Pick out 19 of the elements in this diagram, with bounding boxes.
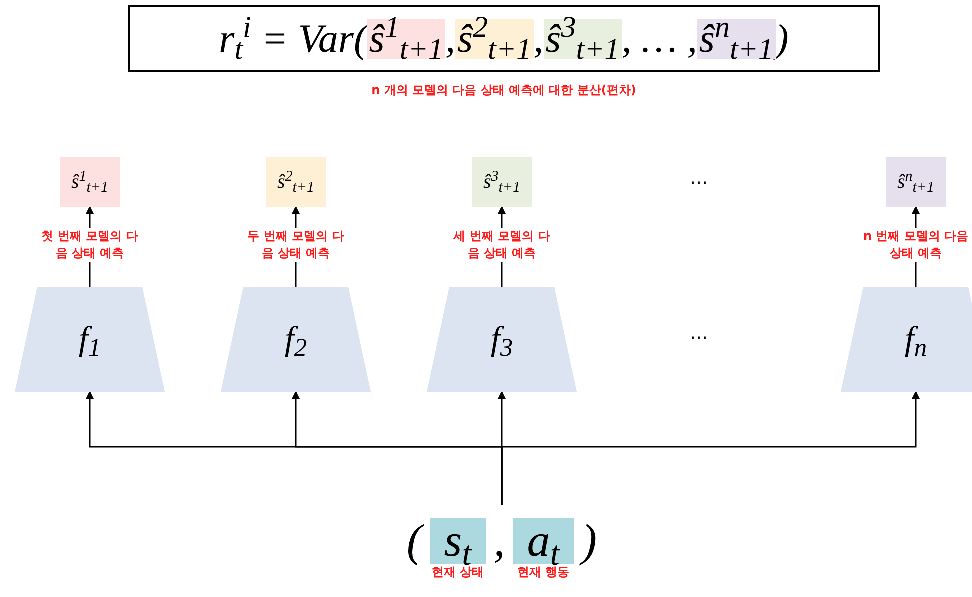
model-trapezoid: f$_{1}$ — [15, 287, 165, 392]
formula-text: , … , — [622, 18, 698, 58]
model-trapezoid: f$_{n}$ — [841, 287, 972, 392]
node-label: n 개의 모델의 다음 상태 예측에 대한 분산(편차) — [372, 84, 636, 96]
node-label: 현재 상태 — [432, 566, 484, 578]
formula-text: , — [534, 18, 544, 58]
ellipsis: … — [690, 325, 708, 343]
formula-text: ) — [776, 18, 789, 58]
formula-text: r$_{t}$$^{i}$ = Var( — [219, 18, 368, 58]
formula-text: ( — [406, 518, 422, 564]
arrow — [501, 391, 920, 505]
model-trapezoid: f$_{3}$ — [427, 287, 577, 392]
formula-text: , — [445, 18, 456, 58]
node-label: 현재 행동 — [517, 566, 570, 578]
model-trapezoid: f$_{2}$ — [221, 287, 371, 392]
formula-text: , — [494, 518, 506, 564]
ellipsis: … — [690, 170, 708, 188]
edge-label: n 번째 모델의 다음 상태 예측 — [862, 228, 970, 262]
formula-text: ) — [582, 518, 598, 564]
